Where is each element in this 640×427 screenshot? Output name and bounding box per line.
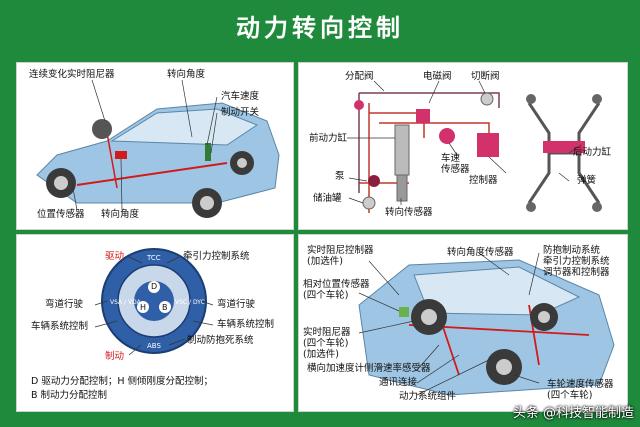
- label-front-cylinder: 前动力缸: [309, 133, 348, 144]
- label-steer-angle-bottom: 转向角度: [101, 209, 140, 220]
- label-brake-switch: 制动开关: [221, 107, 260, 118]
- ring-bottom: ABS: [147, 342, 161, 350]
- label-rt-damper: 实时阻尼器 (四个车轮) (加选件): [303, 327, 351, 360]
- page-title: 动力转向控制: [236, 14, 404, 42]
- label-corner-right: 弯道行驶: [217, 299, 256, 310]
- label-reservoir: 储油罐: [313, 193, 342, 204]
- label-pump: 泵: [335, 171, 345, 182]
- label-power-module: 动力系统组件: [399, 391, 457, 402]
- label-dist-valve: 分配阀: [345, 71, 374, 82]
- label-rt-ctrl: 实时阻尼控制器 (加选件): [307, 245, 374, 267]
- label-position-sensor: 位置传感器: [37, 209, 85, 220]
- label-rel-pos: 相对位置传感器 (四个车轮): [303, 279, 370, 301]
- ring-right: VSC / DYC: [175, 299, 205, 306]
- label-steer-angle-top: 转向角度: [167, 69, 206, 80]
- ring-center-d: D: [151, 282, 158, 291]
- label-speed-sensor: 车速 传感器: [441, 153, 470, 175]
- car-diagram-1: [36, 79, 280, 218]
- label-vehicle-ctrl-right: 车辆系统控制: [217, 319, 275, 330]
- label-rear-cylinder: 后动力缸: [573, 147, 612, 158]
- ring-top: TCC: [147, 254, 161, 262]
- ring-center-b: B: [162, 303, 168, 312]
- label-wheel-speed: 车轮速度传感器 (四个车轮): [547, 379, 614, 401]
- panel-hydraulic-schematic: 分配阀 电磁阀 切断阀 前动力缸 车速 传感器 泵 控制器 后动力缸 弹簧 储油…: [298, 62, 628, 230]
- hydraulic-diagram: [347, 80, 602, 213]
- label-abs: 制动防抱死系统: [187, 335, 254, 346]
- label-anti-roll: 防抱制动系统 牵引力控制系统 调节器和控制器: [543, 245, 610, 278]
- label-controller: 控制器: [469, 175, 498, 186]
- label-lat-accel: 横向加速度计侧滑速率感受器: [307, 363, 431, 374]
- label-drive: 驱动: [105, 251, 125, 262]
- label-steer-sensor-2: 转向角度传感器: [447, 247, 514, 258]
- label-corner-left: 弯道行驶: [45, 299, 84, 310]
- car-diagram-2: [358, 252, 615, 396]
- control-ring-diagram: [94, 248, 214, 356]
- label-comm: 通讯连接: [379, 377, 418, 388]
- label-cvt-damper: 连续变化实时阻尼器: [29, 69, 115, 80]
- watermark: 头条 @科技智能制造: [512, 406, 634, 421]
- label-steer-sensor: 转向传感器: [385, 207, 433, 218]
- panel-system-car: 实时阻尼控制器 (加选件) 转向角度传感器 防抱制动系统 牵引力控制系统 调节器…: [298, 234, 628, 412]
- label-brake: 制动: [105, 351, 125, 362]
- label-cutoff-valve: 切断阀: [471, 71, 500, 82]
- ring-left: VSA / VDA: [110, 299, 141, 306]
- legend-line-1: D 驱动力分配控制；H 侧倾刚度分配控制；: [31, 376, 213, 387]
- panel-control-ring: TCC ABS VSA / VDA VSC / DYC D H B 驱动 牵引力…: [16, 234, 294, 412]
- ring-center-h: H: [140, 303, 147, 312]
- label-traction: 牵引力控制系统: [183, 251, 250, 262]
- label-spring: 弹簧: [577, 175, 597, 186]
- panel-suspension-car: 连续变化实时阻尼器 转向角度 汽车速度 制动开关 位置传感器 转向角度: [16, 62, 294, 230]
- label-vehicle-ctrl-left: 车辆系统控制: [31, 321, 89, 332]
- label-solenoid-valve: 电磁阀: [423, 71, 452, 82]
- label-vehicle-speed: 汽车速度: [221, 91, 260, 102]
- legend-line-2: B 制动力分配控制: [31, 390, 108, 401]
